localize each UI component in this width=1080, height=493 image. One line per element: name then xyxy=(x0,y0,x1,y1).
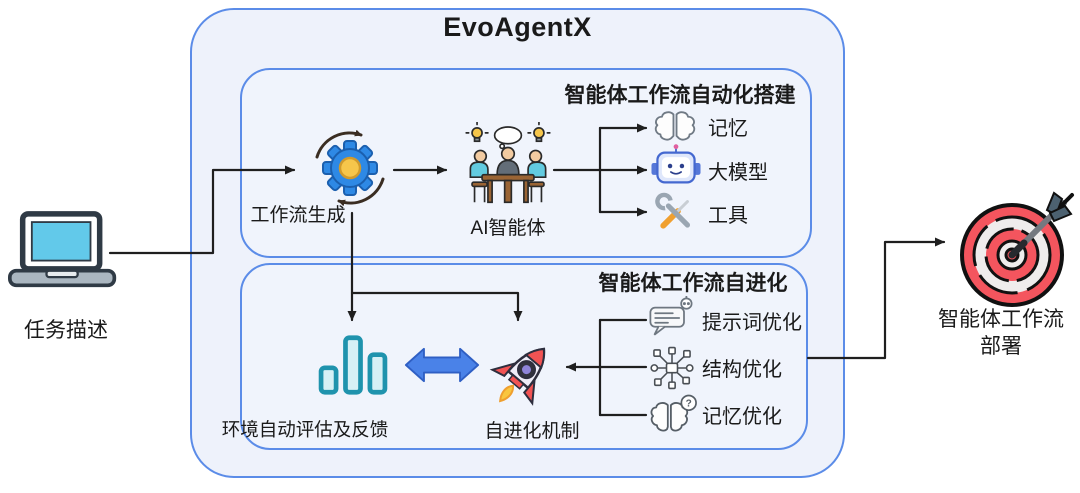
brain-icon xyxy=(654,111,696,141)
bottom-box-header: 智能体工作流自进化 xyxy=(598,272,788,295)
bar-chart-icon xyxy=(318,335,388,395)
tools-icon xyxy=(655,192,691,229)
brain-question-icon: ? xyxy=(650,394,697,432)
question-mark-glyph: ? xyxy=(686,399,692,410)
double-arrow-icon xyxy=(404,347,480,383)
evaluation-label: 环境自动评估及反馈 xyxy=(221,419,389,440)
rocket-icon xyxy=(489,347,546,406)
agents-meeting-icon xyxy=(465,122,551,204)
prompt-bubble-icon xyxy=(649,296,693,336)
robot-icon xyxy=(651,144,701,184)
mechanism-label: 自进化机制 xyxy=(484,421,580,442)
memory-label: 记忆 xyxy=(708,118,748,140)
deployment-label-line1: 智能体工作流 xyxy=(938,308,1064,331)
prompt-opt-label: 提示词优化 xyxy=(702,312,802,334)
gear-cycle-icon xyxy=(315,129,385,207)
deployment-label: 智能体工作流 部署 xyxy=(922,307,1080,361)
target-dart-icon xyxy=(960,191,1074,307)
structure-graph-icon xyxy=(650,346,694,390)
top-box-header: 智能体工作流自动化搭建 xyxy=(564,84,796,107)
diagram-title: EvoAgentX xyxy=(443,12,592,42)
structure-opt-label: 结构优化 xyxy=(702,359,782,381)
memory-opt-label: 记忆优化 xyxy=(702,406,782,428)
deployment-label-line2: 部署 xyxy=(980,334,1022,358)
task-description-label: 任务描述 xyxy=(24,319,108,342)
tools-label: 工具 xyxy=(708,205,748,227)
ai-agents-label: AI智能体 xyxy=(470,218,546,239)
llm-label: 大模型 xyxy=(708,162,768,184)
laptop-icon xyxy=(8,211,117,288)
workflow-gen-label: 工作流生成 xyxy=(250,205,346,226)
